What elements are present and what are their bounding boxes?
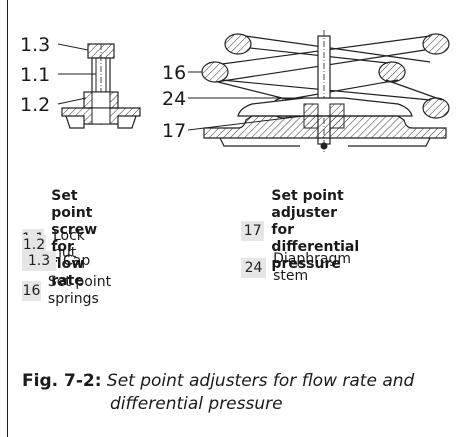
leader-lines-right xyxy=(187,71,318,131)
figure-description-line1: Set point adjusters for flow rate and xyxy=(106,371,415,391)
callout-17: 17 xyxy=(162,120,186,142)
legend-text-line: pressure xyxy=(271,256,341,272)
callout-16: 16 xyxy=(162,62,186,84)
legend-number: 16 xyxy=(22,281,41,301)
legend-text-line: for differential xyxy=(271,222,360,255)
legend-text: Cap xyxy=(63,252,91,269)
legend-item-24: 24 Diaphragm stem xyxy=(241,251,360,285)
legend-text: Diaphragm stem xyxy=(273,251,351,284)
spring-diaphragm-drawing xyxy=(201,30,450,152)
legend-text: Set point springs xyxy=(47,274,112,307)
callout-24: 24 xyxy=(162,88,186,110)
leader-lines-left xyxy=(57,43,96,105)
legend-item-1-3: 1.3 Cap xyxy=(22,251,90,271)
legend-number: 17 xyxy=(241,220,265,241)
legend-item-16: 16 Set point springs xyxy=(22,274,114,308)
legend-text: Set point adjuster for differential pres… xyxy=(271,188,369,273)
legend-item-1-2: 1.2 Lock nut xyxy=(22,228,95,262)
callout-1-1: 1.1 xyxy=(20,64,50,86)
legend-text: Set point screw for flow rate xyxy=(51,188,109,290)
legend-item-17: 17 Set point adjuster for differential p… xyxy=(241,188,370,273)
legend-text: Lock nut xyxy=(52,228,85,261)
figure-number: Fig. 7-2: xyxy=(22,371,102,391)
figure-description-line2: differential pressure xyxy=(110,394,283,414)
page-border xyxy=(7,0,8,437)
legend-number: 24 xyxy=(241,258,267,278)
legend-text-line: flow rate xyxy=(51,256,85,289)
technical-drawing: 1.3 1.1 1.2 xyxy=(20,30,450,152)
legend-number: 1.2 xyxy=(22,235,46,255)
figure-caption: Fig. 7-2: Set point adjusters for flow r… xyxy=(22,370,442,416)
legend-number: 1.3 xyxy=(22,251,56,271)
callout-1-2: 1.2 xyxy=(20,94,50,116)
legend-text-line: Set point screw for xyxy=(51,188,98,255)
legend-text-line: Set point adjuster xyxy=(271,188,344,221)
callout-1-3: 1.3 xyxy=(20,34,50,56)
screw-assembly-drawing xyxy=(61,43,141,129)
